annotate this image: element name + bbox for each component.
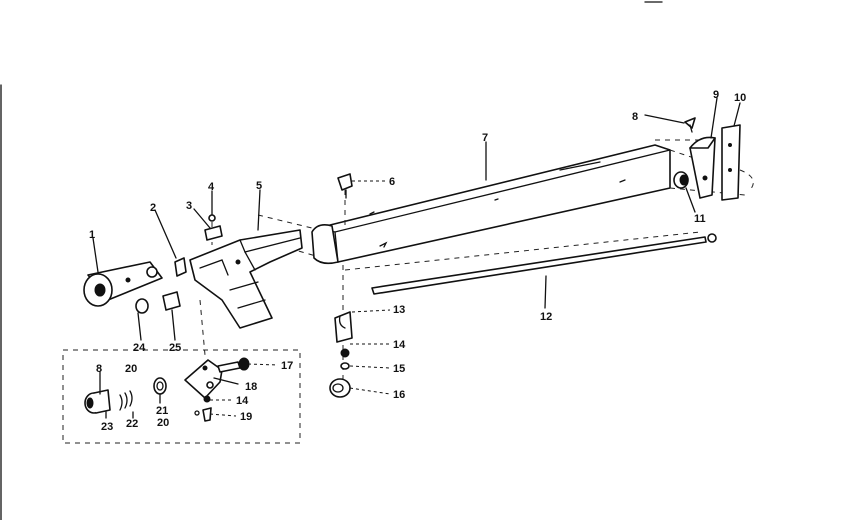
callout-4: 4 (208, 181, 215, 193)
callout-24: 24 (133, 342, 146, 354)
bushing-part-24 (135, 298, 149, 314)
callout-14: 14 (393, 339, 406, 351)
callout-2: 2 (150, 202, 156, 214)
callout-10: 10 (734, 92, 746, 104)
callout-20b: 20 (157, 417, 169, 429)
washer-part-2 (174, 257, 187, 277)
callout-18: 18 (245, 381, 257, 393)
rail-part-7 (311, 144, 671, 265)
nut-part-14 (340, 348, 350, 358)
callout-9: 9 (713, 89, 719, 101)
head-casting-part-5 (189, 229, 303, 329)
subassembly-box (62, 349, 301, 444)
callout-14b: 14 (236, 395, 249, 407)
callout-12: 12 (540, 311, 552, 323)
callout-20: 20 (125, 363, 137, 375)
callout-21: 21 (156, 405, 168, 417)
callout-labels: 1 2 3 4 5 6 7 8 9 10 11 12 13 14 15 16 1… (89, 89, 746, 433)
washer-part-20b (194, 410, 200, 416)
rod-part-12 (371, 233, 717, 295)
leader-lines (92, 97, 741, 419)
callout-25: 25 (169, 342, 181, 354)
nut-part-14b (203, 395, 211, 403)
spring-part-22 (119, 390, 133, 411)
callout-16: 16 (393, 389, 405, 401)
callout-7: 7 (482, 132, 488, 144)
callout-19: 19 (240, 411, 252, 423)
bushing-part-25 (162, 291, 181, 311)
knob-part-23 (84, 389, 111, 414)
lever-part-18 (184, 359, 223, 399)
callout-17: 17 (281, 360, 293, 372)
screw-part-6 (337, 173, 353, 199)
callout-15: 15 (393, 363, 405, 375)
bracket-part-13 (334, 311, 353, 343)
callout-6: 6 (389, 176, 395, 188)
callout-1: 1 (89, 229, 95, 241)
screw-part-8 (684, 117, 696, 133)
callout-23: 23 (101, 421, 113, 433)
callout-22: 22 (126, 418, 138, 430)
end-cap-part-11 (673, 171, 689, 189)
align-line (199, 299, 206, 356)
callout-8: 8 (632, 111, 638, 123)
collar-part-21 (153, 377, 167, 395)
screw-part-4 (208, 214, 216, 222)
callout-11: 11 (694, 213, 706, 225)
clip-part-3 (204, 225, 223, 241)
callout-3: 3 (186, 200, 192, 212)
washer-part-15 (340, 362, 350, 370)
bracket-part-9 (689, 136, 716, 199)
cam-lever-part-1 (83, 261, 163, 307)
callout-13: 13 (393, 304, 405, 316)
bolt-part-17 (217, 357, 250, 373)
plate-part-10 (721, 124, 754, 201)
callout-8b: 8 (96, 363, 102, 375)
align-line (257, 214, 313, 229)
callout-5: 5 (256, 180, 262, 192)
knob-part-16 (329, 378, 351, 398)
screw-part-19 (202, 407, 212, 422)
